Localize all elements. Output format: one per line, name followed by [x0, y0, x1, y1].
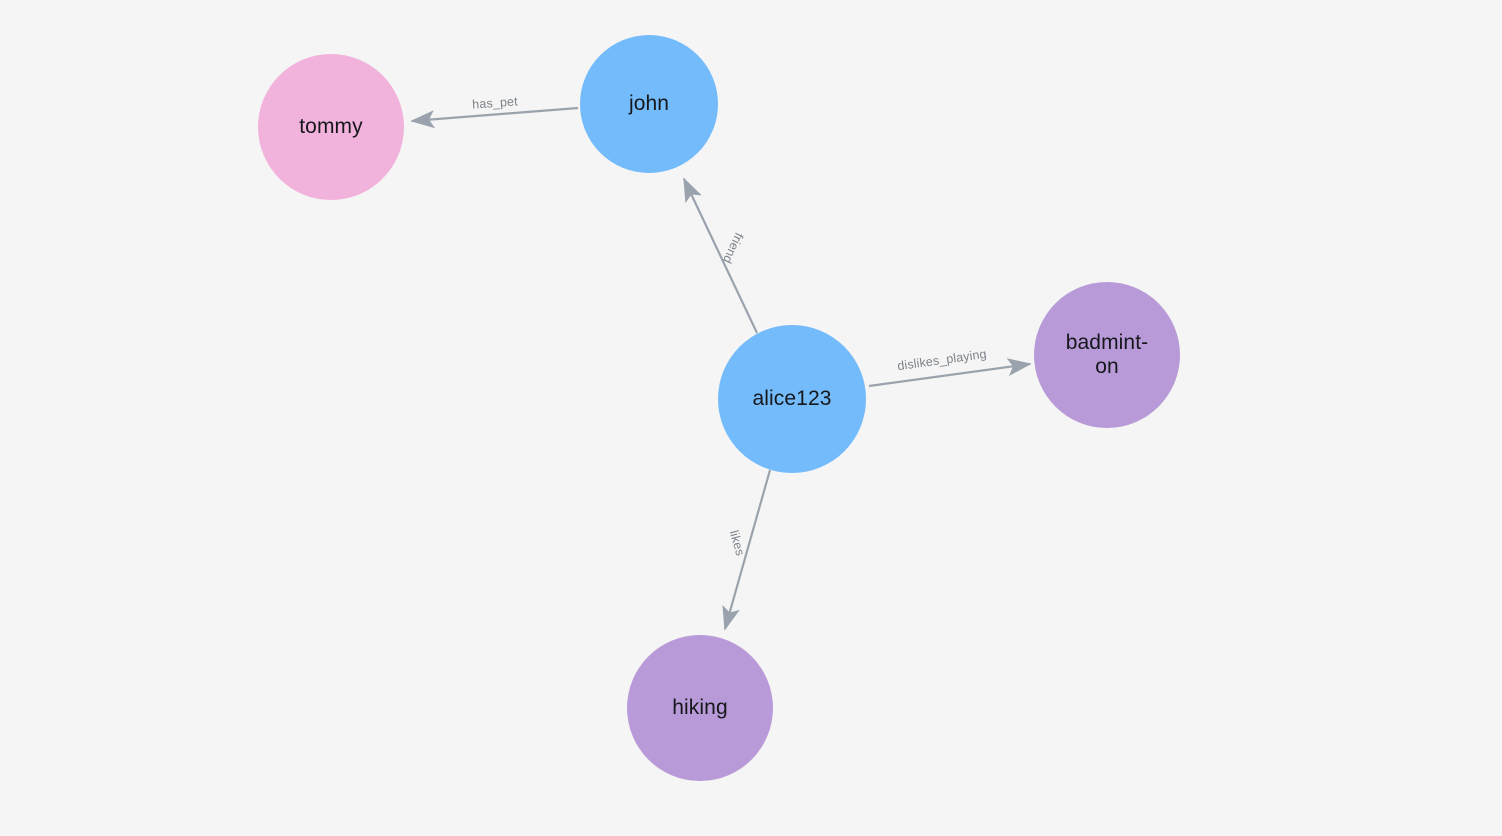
- graph-node-hiking[interactable]: hiking: [627, 635, 773, 781]
- node-label: alice123: [752, 387, 832, 411]
- node-label: badmint- on: [1065, 331, 1149, 378]
- node-label: tommy: [299, 115, 363, 139]
- graph-node-alice123[interactable]: alice123: [718, 325, 866, 473]
- graph-edge[interactable]: [868, 358, 1032, 388]
- node-label: hiking: [672, 696, 728, 720]
- graph-edge[interactable]: [410, 106, 579, 129]
- graph-node-tommy[interactable]: tommy: [258, 54, 404, 200]
- node-label: john: [628, 92, 670, 116]
- graph-node-john[interactable]: john: [580, 35, 718, 173]
- graph-node-badminton[interactable]: badmint- on: [1034, 282, 1180, 428]
- graph-edge[interactable]: [722, 469, 772, 631]
- graph-edge[interactable]: [683, 177, 758, 334]
